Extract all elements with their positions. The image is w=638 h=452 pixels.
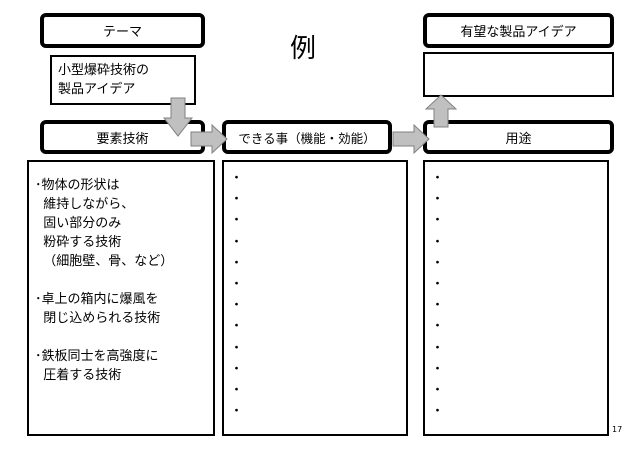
- theme-header: テーマ: [40, 13, 205, 48]
- uses-bullet: ・: [431, 340, 445, 356]
- uses-bullet: ・: [431, 171, 445, 186]
- uses-bullet: ・: [431, 276, 445, 292]
- functions-bullet: ・: [230, 319, 244, 335]
- theme-header-label: テーマ: [102, 25, 142, 40]
- ideas-header-label: 有望な製品アイデア: [460, 25, 577, 40]
- elements-content-box: ･物体の形状は 維持しながら、 固い部分のみ 粉砕する技術 （細胞壁、骨、など）…: [27, 160, 215, 436]
- ideas-header: 有望な製品アイデア: [423, 13, 614, 48]
- uses-bullet: ・: [431, 213, 445, 229]
- functions-bullet: ・: [230, 276, 244, 292]
- functions-content-box: ・ ・ ・ ・ ・ ・ ・ ・ ・ ・ ・ ・: [222, 160, 408, 436]
- functions-header: できる事（機能・効能）: [222, 120, 392, 154]
- functions-header-label: できる事（機能・効能）: [238, 130, 376, 146]
- slide-title: 例: [290, 34, 317, 64]
- functions-bullet: ・: [230, 340, 244, 356]
- functions-bullet: ・: [230, 192, 244, 208]
- functions-bullet: ・: [230, 361, 244, 377]
- uses-bullet: ・: [431, 298, 445, 314]
- functions-bullet: ・: [230, 298, 244, 314]
- ideas-content-box: [423, 52, 614, 97]
- arrow-up-icon: [425, 94, 457, 128]
- uses-bullet: ・: [431, 319, 445, 335]
- page-number: 17: [612, 425, 623, 434]
- uses-bullet: ・: [431, 255, 445, 271]
- uses-header-label: 用途: [505, 131, 532, 147]
- arrow-right-icon: [392, 124, 430, 154]
- uses-bullet: ・: [431, 404, 445, 420]
- functions-bullet: ・: [230, 234, 244, 250]
- uses-bullet: ・: [431, 361, 445, 377]
- uses-bullet: ・: [431, 234, 445, 250]
- theme-content-text: 小型爆砕技術の 製品アイデア: [58, 63, 150, 97]
- functions-bullet: ・: [230, 255, 244, 271]
- arrow-down-icon: [163, 97, 193, 137]
- theme-content-box: 小型爆砕技術の 製品アイデア: [50, 55, 196, 105]
- uses-bullet: ・: [431, 382, 445, 398]
- functions-bullet: ・: [230, 171, 244, 186]
- elements-content-text: ･物体の形状は 維持しながら、 固い部分のみ 粉砕する技術 （細胞壁、骨、など）…: [35, 178, 174, 383]
- functions-bullet: ・: [230, 213, 244, 229]
- uses-bullet: ・: [431, 192, 445, 208]
- functions-bullet-list: ・ ・ ・ ・ ・ ・ ・ ・ ・ ・ ・ ・: [230, 168, 243, 422]
- uses-bullet-list: ・ ・ ・ ・ ・ ・ ・ ・ ・ ・ ・ ・: [431, 168, 444, 422]
- arrow-right-icon: [190, 124, 228, 154]
- elements-header-label: 要素技術: [96, 131, 149, 147]
- functions-bullet: ・: [230, 382, 244, 398]
- uses-header: 用途: [423, 120, 614, 154]
- functions-bullet: ・: [230, 404, 244, 420]
- uses-content-box: ・ ・ ・ ・ ・ ・ ・ ・ ・ ・ ・ ・: [423, 160, 609, 436]
